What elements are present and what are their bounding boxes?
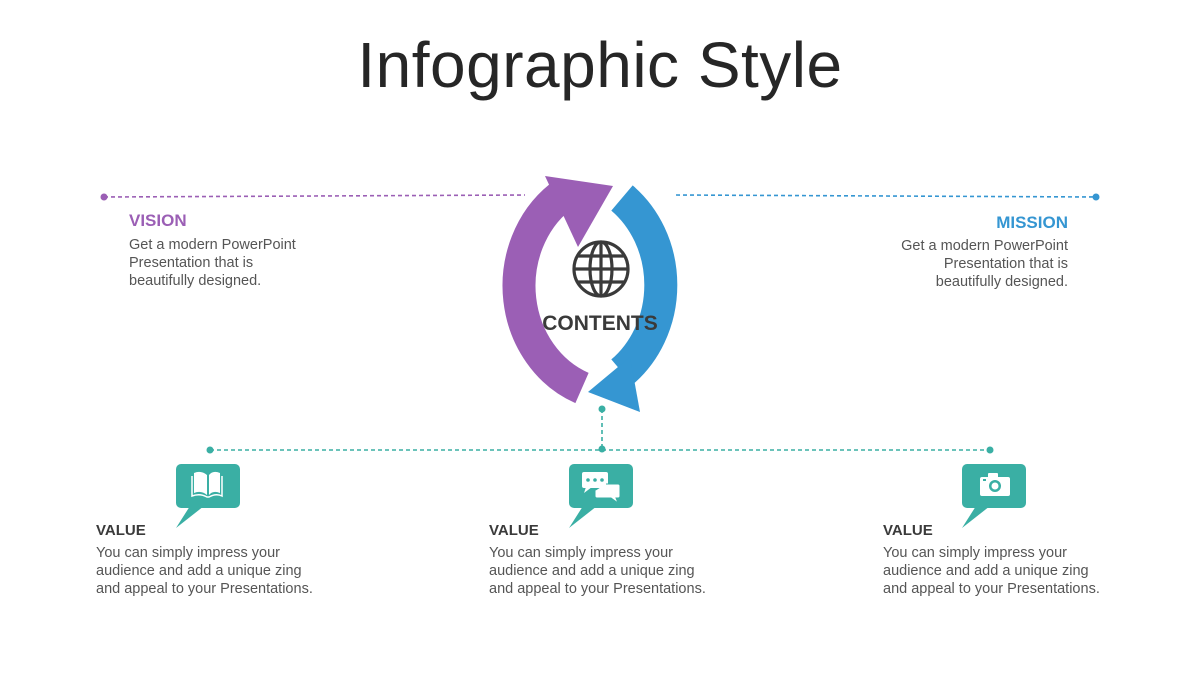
center-label: CONTENTS (542, 312, 658, 335)
mission-text-line: Presentation that is (943, 256, 1068, 272)
vision-connector (100, 193, 526, 201)
value-3-text-line: and appeal to your Presentations. (883, 581, 1100, 597)
value-2-text-line: You can simply impress your (489, 545, 674, 561)
camera-icon (980, 473, 1010, 496)
value-1-heading: VALUE (96, 522, 146, 539)
chat-bubbles-icon (582, 472, 621, 505)
blue-cycle-arrow (588, 185, 678, 412)
mission-text-line: Get a modern PowerPoint (901, 238, 1068, 254)
value-1-text-line: and appeal to your Presentations. (96, 581, 313, 597)
page-title: Infographic Style (357, 29, 843, 101)
value-bubble-1 (176, 464, 240, 528)
vision-text-line: beautifully designed. (129, 273, 262, 289)
book-icon (191, 471, 223, 498)
mission-text: Get a modern PowerPoint Presentation tha… (901, 237, 1068, 291)
vision-heading: VISION (129, 211, 187, 230)
globe-icon (572, 240, 630, 298)
value-1-text-line: audience and add a unique zing (96, 563, 302, 579)
value-3-text: You can simply impress your audience and… (883, 544, 1100, 598)
vision-text: Get a modern PowerPoint Presentation tha… (129, 236, 296, 290)
value-2-text-line: and appeal to your Presentations. (489, 581, 706, 597)
value-bubble-2 (569, 464, 633, 528)
value-1-text-line: You can simply impress your (96, 545, 281, 561)
mission-text-line: beautifully designed. (935, 274, 1068, 290)
value-connectors (206, 405, 994, 454)
value-2-text: You can simply impress your audience and… (489, 544, 706, 598)
value-3-heading: VALUE (883, 522, 933, 539)
vision-text-line: Presentation that is (129, 255, 254, 271)
value-3-text-line: You can simply impress your (883, 545, 1068, 561)
vision-text-line: Get a modern PowerPoint (129, 237, 296, 253)
value-3-text-line: audience and add a unique zing (883, 563, 1089, 579)
value-1-text: You can simply impress your audience and… (96, 544, 313, 598)
value-2-heading: VALUE (489, 522, 539, 539)
mission-heading: MISSION (996, 213, 1068, 232)
mission-connector (675, 193, 1100, 201)
purple-cycle-arrow (502, 176, 613, 404)
value-2-text-line: audience and add a unique zing (489, 563, 695, 579)
value-bubble-3 (962, 464, 1026, 528)
